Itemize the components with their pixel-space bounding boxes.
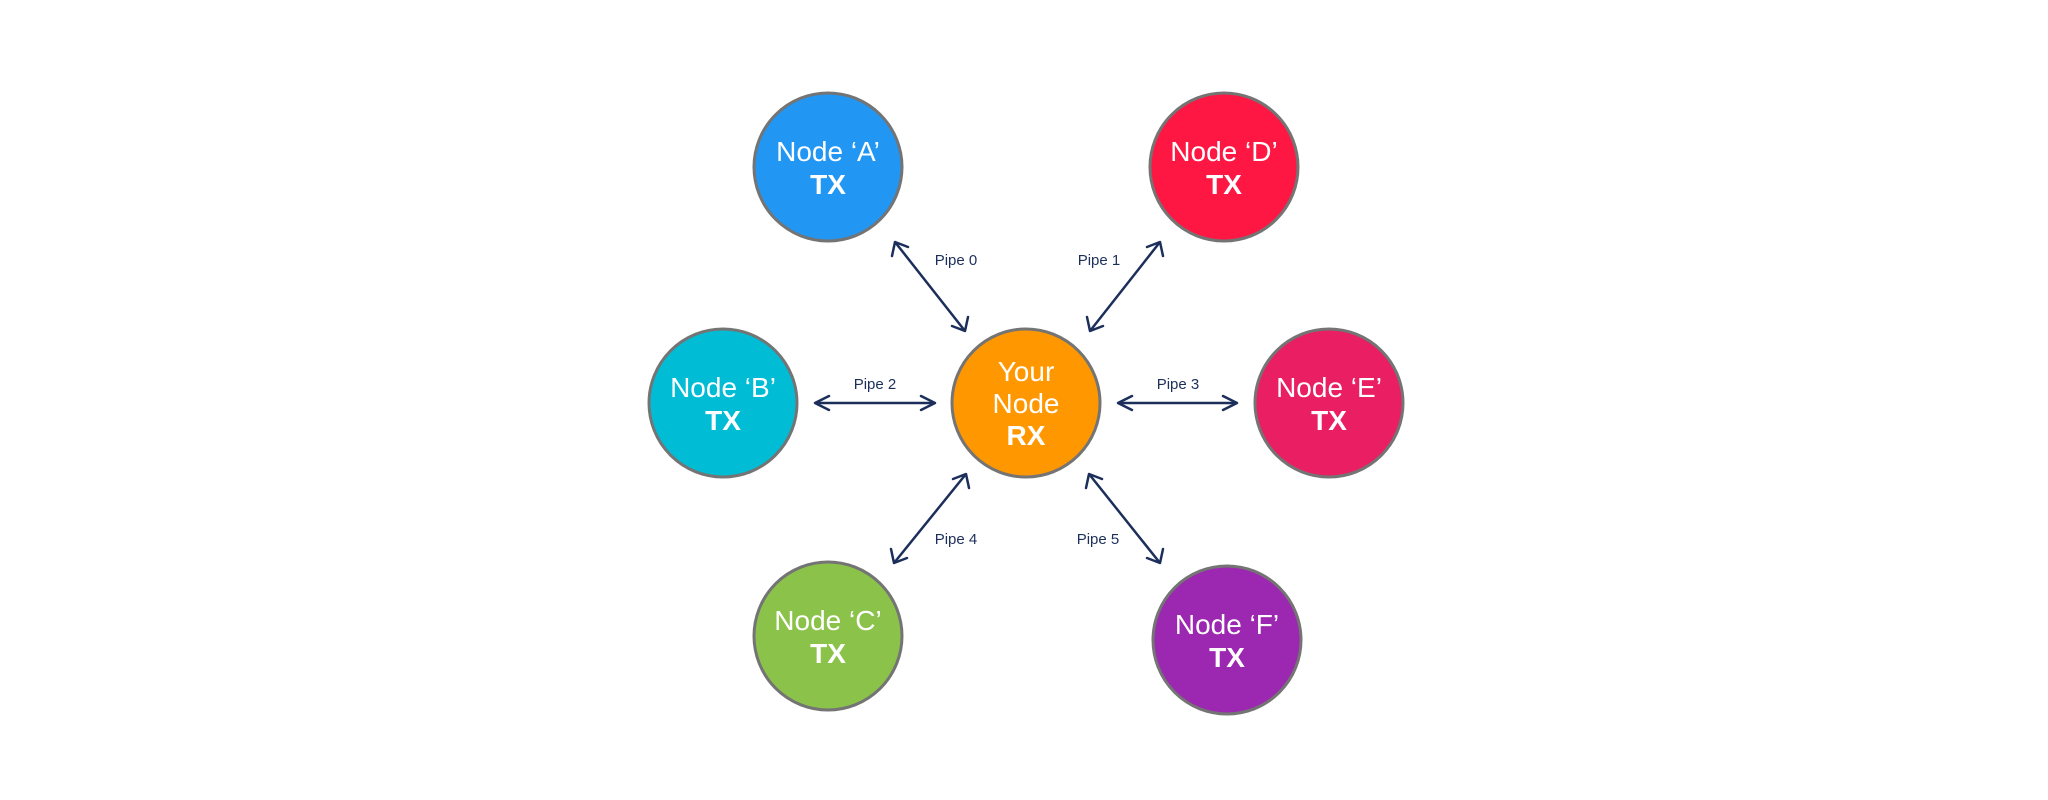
pipe-0-label: Pipe 0 xyxy=(935,252,978,269)
pipe-1-arrow xyxy=(1085,240,1165,333)
node-f-label: Node ‘F’ xyxy=(1175,609,1279,640)
pipe-arrows: Pipe 0 Pipe 1 Pipe 2 Pipe 3 Pipe 4 xyxy=(813,240,1239,565)
pipe-4-label: Pipe 4 xyxy=(935,531,978,548)
node-b-label: Node ‘B’ xyxy=(670,372,776,403)
node-b-role: TX xyxy=(705,405,741,436)
node-f: Node ‘F’ TX xyxy=(1151,564,1303,716)
node-b-circle xyxy=(647,327,799,479)
node-e-role: TX xyxy=(1311,405,1347,436)
node-c-role: TX xyxy=(810,638,846,669)
pipe-1-label: Pipe 1 xyxy=(1078,252,1121,269)
node-d-label: Node ‘D’ xyxy=(1170,136,1277,167)
center-node-label-line2: Node xyxy=(993,388,1060,419)
node-d-circle xyxy=(1148,91,1300,243)
pipe-5-label: Pipe 5 xyxy=(1077,531,1120,548)
node-c-label: Node ‘C’ xyxy=(774,605,881,636)
node-a-role: TX xyxy=(810,169,846,200)
node-a-circle xyxy=(752,91,904,243)
node-c-circle xyxy=(752,560,904,712)
node-a-label: Node ‘A’ xyxy=(776,136,880,167)
node-d-role: TX xyxy=(1206,169,1242,200)
node-b: Node ‘B’ TX xyxy=(647,327,799,479)
pipe-0-arrow xyxy=(890,240,970,333)
node-f-circle xyxy=(1151,564,1303,716)
node-e-circle xyxy=(1253,327,1405,479)
center-node-role: RX xyxy=(1007,420,1046,451)
pipe-3-arrow xyxy=(1116,394,1239,412)
node-e: Node ‘E’ TX xyxy=(1253,327,1405,479)
node-f-role: TX xyxy=(1209,642,1245,673)
center-node-circle xyxy=(950,327,1102,479)
pipe-2-arrow xyxy=(813,394,937,412)
center-node-label-line1: Your xyxy=(998,356,1055,387)
pipe-5-arrow xyxy=(1084,472,1165,565)
pipe-2-label: Pipe 2 xyxy=(854,376,897,393)
pipe-4-arrow xyxy=(889,472,971,565)
node-d: Node ‘D’ TX xyxy=(1148,91,1300,243)
node-c: Node ‘C’ TX xyxy=(752,560,904,712)
pipe-3-label: Pipe 3 xyxy=(1157,376,1200,393)
node-e-label: Node ‘E’ xyxy=(1276,372,1382,403)
node-a: Node ‘A’ TX xyxy=(752,91,904,243)
center-node: Your Node RX xyxy=(950,327,1102,479)
